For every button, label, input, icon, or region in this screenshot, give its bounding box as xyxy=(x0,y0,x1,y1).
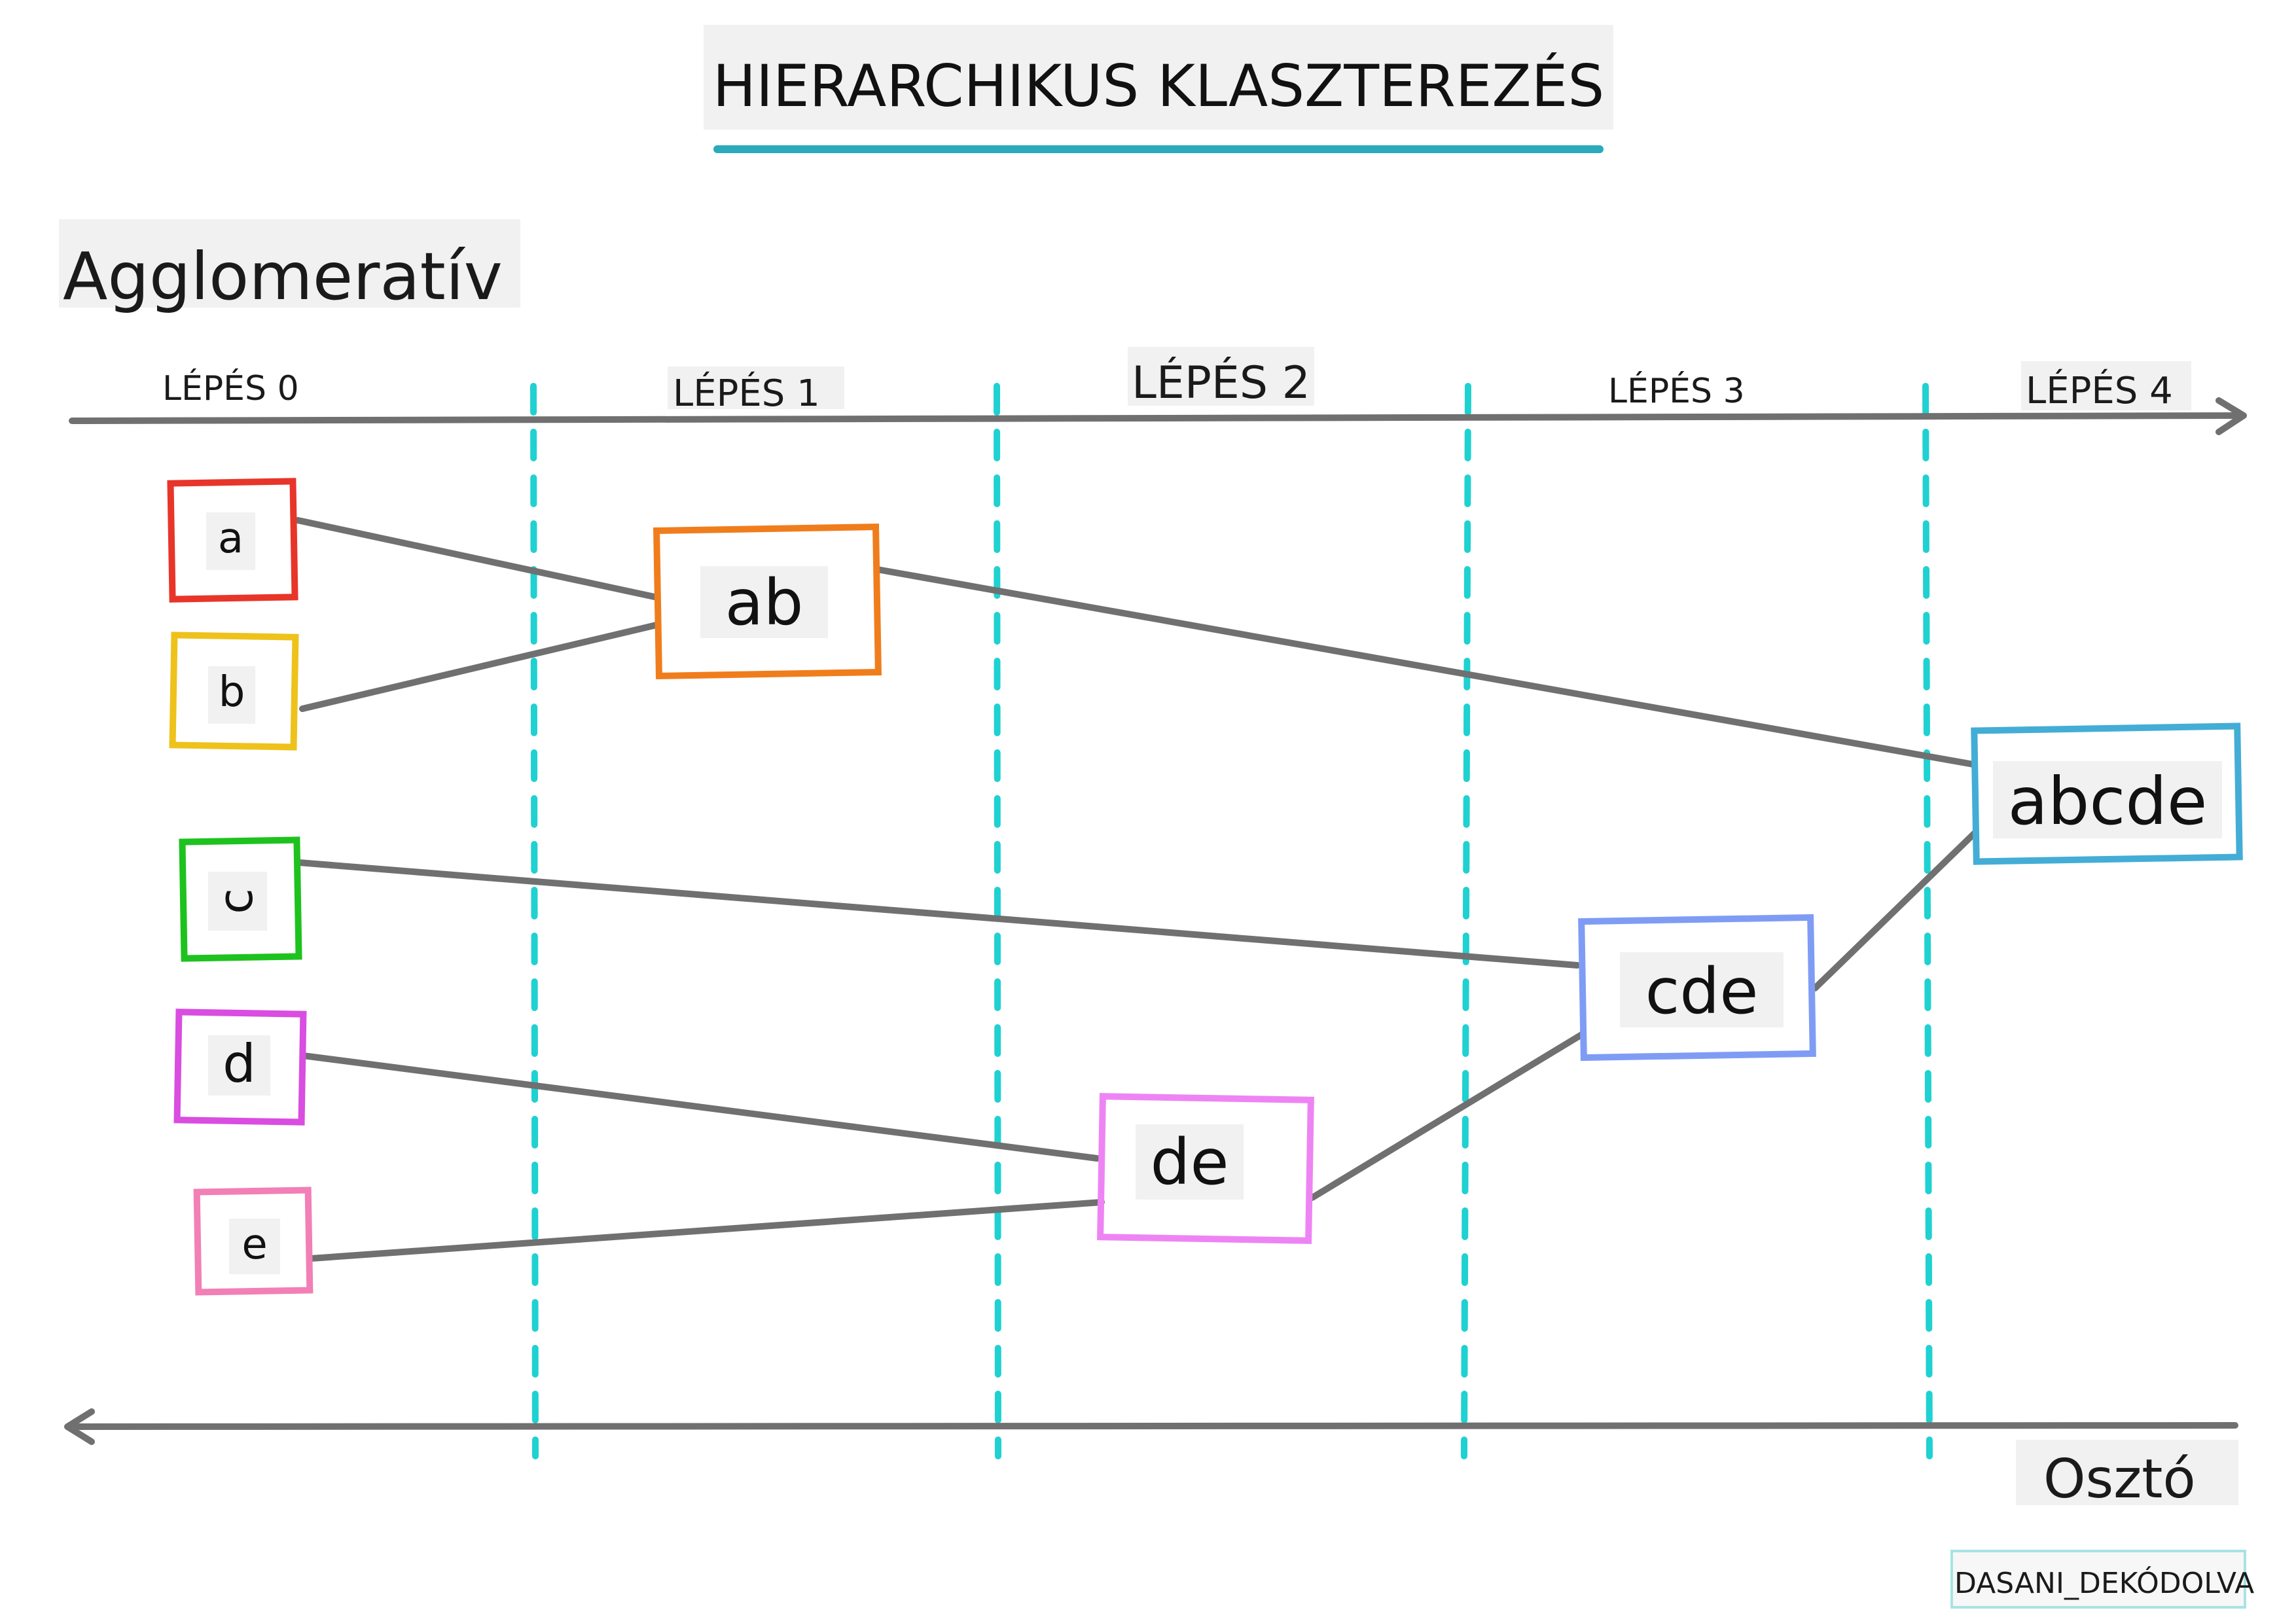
node-e-label: e xyxy=(229,1219,280,1274)
node-b-label: b xyxy=(208,666,255,724)
divisive-label: Osztó xyxy=(2016,1440,2238,1507)
step-divider-3 xyxy=(1461,383,1471,1459)
step-label-0: LÉPÉS 0 xyxy=(159,366,323,409)
node-e-box xyxy=(193,1186,314,1296)
connector-e-de xyxy=(308,1199,1105,1262)
connector-cde-abcde xyxy=(1812,829,1979,991)
node-ab-box xyxy=(653,523,882,679)
node-a-box xyxy=(167,478,298,603)
agglomerative-arrowhead xyxy=(2215,397,2247,435)
node-abcde-box xyxy=(1971,722,2243,865)
title-background xyxy=(704,25,1613,130)
connector-ab-abcde xyxy=(874,566,1977,768)
step-label-1: LÉPÉS 1 xyxy=(668,366,844,412)
divisive-arrowhead xyxy=(64,1408,95,1445)
step-label-3: LÉPÉS 3 xyxy=(1605,366,1772,409)
node-de-label: de xyxy=(1136,1124,1244,1200)
node-d-box xyxy=(173,1008,307,1126)
agglomerative-label: Agglomeratív xyxy=(59,219,520,310)
node-b-box xyxy=(169,632,299,751)
node-c-label: c xyxy=(208,872,267,931)
step-divider-4 xyxy=(1922,383,1933,1459)
node-cde-label: cde xyxy=(1620,952,1784,1027)
node-c-box xyxy=(179,836,302,962)
step-label-2: LÉPÉS 2 xyxy=(1128,347,1314,406)
node-abcde-label: abcde xyxy=(1993,761,2222,838)
step-divider-1 xyxy=(530,383,539,1459)
node-de-box xyxy=(1097,1093,1314,1244)
node-cde-box xyxy=(1578,914,1816,1061)
step-label-4: LÉPÉS 4 xyxy=(2021,361,2191,410)
node-d-label: d xyxy=(208,1035,270,1096)
connector-de-cde xyxy=(1309,1031,1586,1201)
divisive-axis-arrow xyxy=(65,1422,2238,1430)
connector-c-cde xyxy=(296,859,1581,969)
credit-label: DASANI_DEKÓDOLVA xyxy=(1950,1550,2254,1609)
title-underline xyxy=(713,145,1604,153)
connector-b-ab xyxy=(299,622,660,712)
agglomerative-axis-arrow xyxy=(69,412,2245,424)
connector-d-de xyxy=(300,1052,1100,1162)
node-ab-label: ab xyxy=(700,566,828,638)
node-a-label: a xyxy=(206,512,255,570)
step-divider-2 xyxy=(994,383,1001,1459)
connector-a-ab xyxy=(295,517,658,600)
page-title: HIERARCHIKUS KLASZTEREZÉS xyxy=(712,52,1605,120)
